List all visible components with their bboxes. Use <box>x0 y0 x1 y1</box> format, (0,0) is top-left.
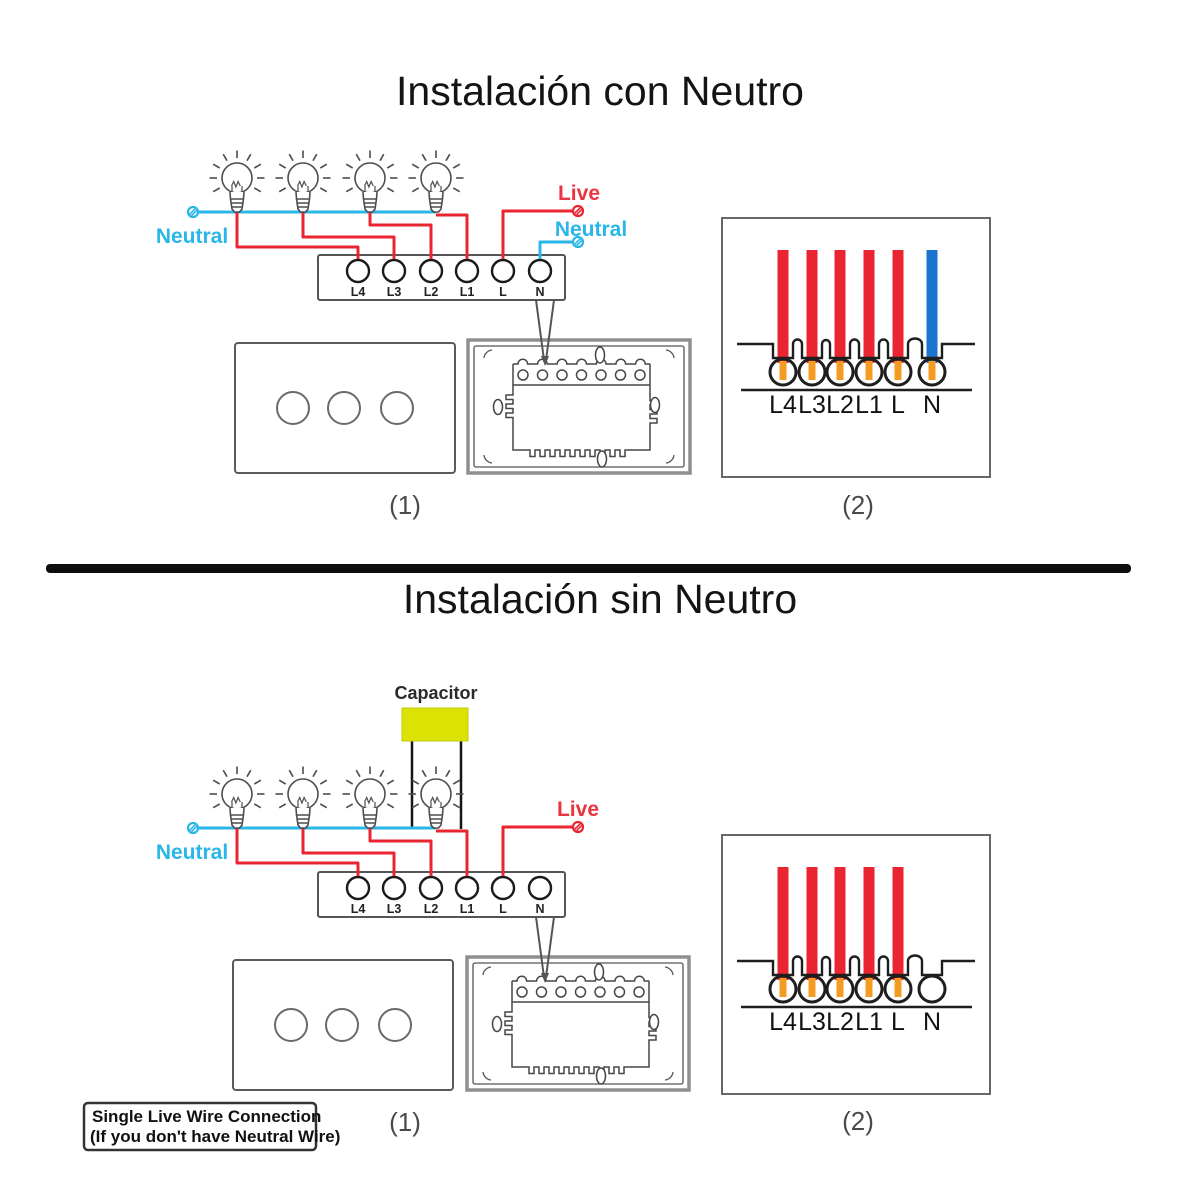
terminal-label: L <box>499 285 507 299</box>
terminal-label: L3 <box>387 902 402 916</box>
live-feed-wire <box>501 209 572 259</box>
light-bulb <box>407 765 465 829</box>
switch-back-panel <box>465 955 691 1092</box>
section-title: Instalación con Neutro <box>396 68 804 114</box>
switch-front-panel <box>232 959 454 1091</box>
section-without-neutral: Instalación sin Neutro L4 L3 L2 L1 L N C… <box>82 576 991 1152</box>
section-with-neutral: Instalación con Neutro L4 L3 L2 L1 L N N… <box>156 68 991 520</box>
terminal-label: L2 <box>424 285 439 299</box>
live-feed-wire <box>501 825 572 876</box>
note-line-1: Single Live Wire Connection <box>92 1107 321 1126</box>
terminal-label: L1 <box>855 391 883 419</box>
terminal-label: L2 <box>424 902 439 916</box>
lamp3-live-wire <box>368 828 433 876</box>
figure-caption: (2) <box>842 490 874 520</box>
terminal-label: L3 <box>798 1008 826 1036</box>
closeup-box <box>721 217 991 478</box>
terminal-label: L <box>499 902 507 916</box>
copper-tips <box>779 361 936 380</box>
terminal-label: N <box>535 902 544 916</box>
terminal-label: L3 <box>387 285 402 299</box>
pointer-arrow <box>535 916 555 983</box>
terminal-label: L4 <box>769 1008 797 1036</box>
light-bulb <box>274 765 332 829</box>
light-bulb <box>341 765 399 829</box>
neutral-feed-label: Neutral <box>156 225 228 248</box>
terminal-label: N <box>923 1008 941 1036</box>
light-bulb <box>274 149 332 213</box>
lamp1-live-wire <box>235 212 360 259</box>
section-divider <box>46 564 1131 573</box>
figure-caption: (2) <box>842 1106 874 1136</box>
note-box: Single Live Wire Connection (If you don'… <box>82 1101 340 1152</box>
note-line-2: (If you don't have Neutral Wire) <box>90 1127 340 1146</box>
live-conductors <box>777 250 904 363</box>
terminal-label: L4 <box>351 902 366 916</box>
terminal-label: L <box>891 1008 905 1036</box>
terminal-label: L3 <box>798 391 826 419</box>
terminal-label: L4 <box>769 391 797 419</box>
live-label: Live <box>557 798 599 821</box>
live-conductors <box>777 867 904 980</box>
light-bulb <box>208 765 266 829</box>
light-bulb <box>208 149 266 213</box>
terminal-label: L2 <box>826 1008 854 1036</box>
figure-caption: (1) <box>389 490 421 520</box>
neutral-feed-label: Neutral <box>156 841 228 864</box>
wiring-closeup-with-neutral: L4 L3 L2 L1 L N <box>721 217 991 478</box>
switch-back-panel <box>466 338 692 475</box>
live-connector-icon <box>571 820 585 834</box>
wiring-closeup-without-neutral: L4 L3 L2 L1 L N <box>721 834 991 1095</box>
live-connector-icon <box>571 204 585 218</box>
neutral-connector-icon <box>186 205 200 219</box>
terminal-label: N <box>923 391 941 419</box>
lamp3-live-wire <box>368 212 433 259</box>
capacitor: Capacitor <box>394 683 478 829</box>
figure-caption: (1) <box>389 1107 421 1137</box>
terminal-label: L1 <box>855 1008 883 1036</box>
pointer-arrow <box>535 299 555 366</box>
light-bulb <box>407 149 465 213</box>
capacitor-label: Capacitor <box>394 683 477 703</box>
neutral-conductor <box>926 250 938 363</box>
neutral-return-label: Neutral <box>555 218 627 241</box>
terminal-label: L1 <box>460 902 475 916</box>
closeup-box <box>721 834 991 1095</box>
terminal-label: L4 <box>351 285 366 299</box>
terminal-label: L <box>891 391 905 419</box>
capacitor-body <box>401 707 469 742</box>
lamp4-live-wire <box>436 829 469 876</box>
lamp2-live-wire <box>301 212 396 259</box>
terminal-label: L2 <box>826 391 854 419</box>
neutral-connector-icon <box>186 821 200 835</box>
lamp1-live-wire <box>235 828 360 876</box>
lamp2-live-wire <box>301 828 396 876</box>
section-title: Instalación sin Neutro <box>403 576 797 622</box>
terminal-label: N <box>535 285 544 299</box>
live-label: Live <box>558 182 600 205</box>
neutral-return-wire <box>538 240 572 259</box>
light-bulb <box>341 149 399 213</box>
terminal-label: L1 <box>460 285 475 299</box>
copper-tips <box>779 978 902 997</box>
lamp4-live-wire <box>436 213 469 259</box>
switch-front-panel <box>234 342 456 474</box>
